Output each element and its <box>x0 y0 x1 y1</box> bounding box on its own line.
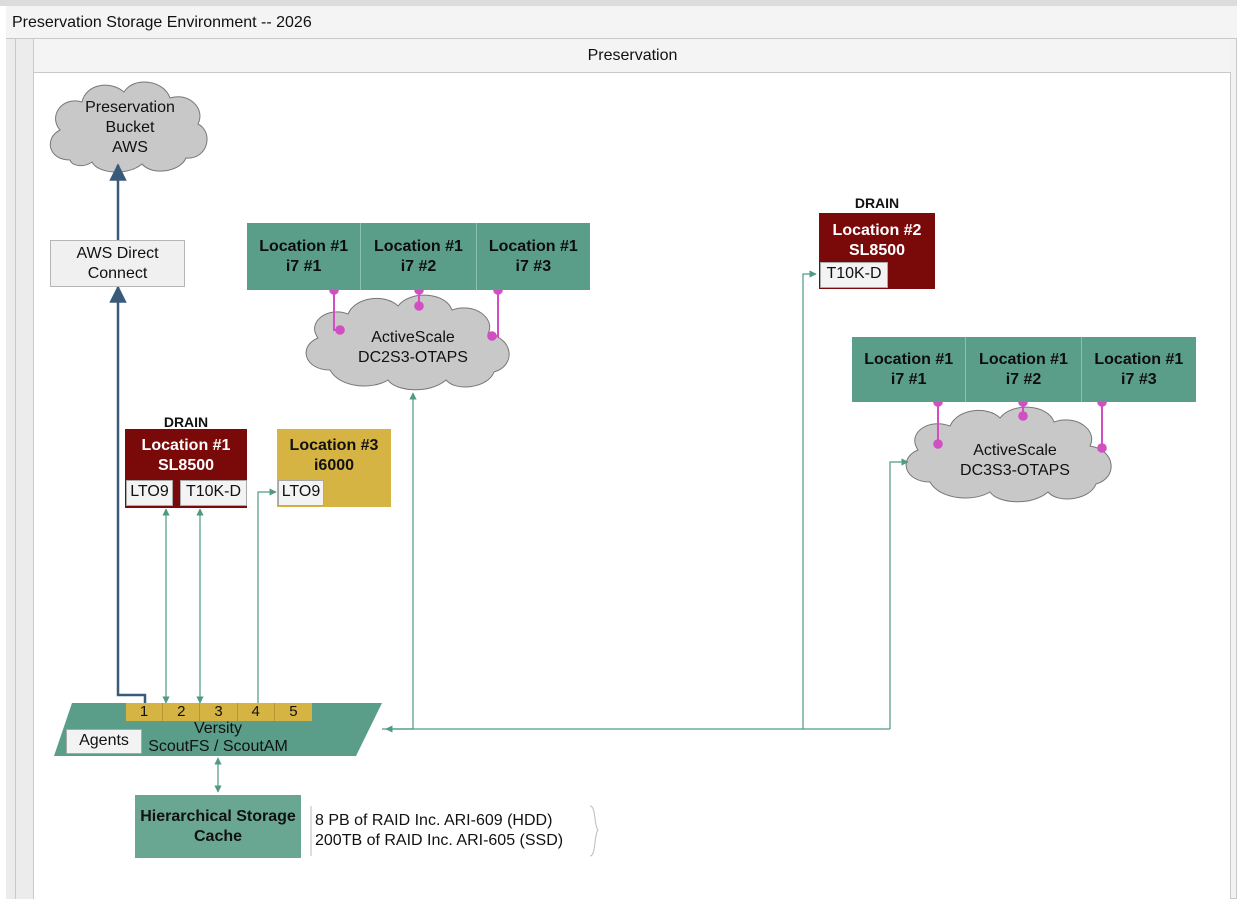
g2-cell-2-line2: i7 #2 <box>1005 370 1042 388</box>
aws-bucket-cloud: Preservation Bucket AWS <box>70 98 190 158</box>
g2-cell-2-line1: Location #1 <box>979 350 1068 368</box>
g1-cell-i7-3: Location #1 i7 #3 <box>476 223 590 290</box>
g2-cell-i7-1: Location #1 i7 #1 <box>852 337 967 402</box>
versity-label: Versity ScoutFS / ScoutAM <box>140 720 296 756</box>
g2-cell-i7-2: Location #1 i7 #2 <box>966 337 1082 402</box>
versity-agents-box: Agents <box>66 729 142 754</box>
dc2-cloud-line-1: ActiveScale <box>371 329 455 346</box>
dc3-cloud-line-2: DC3S3-OTAPS <box>960 462 1070 479</box>
hsc-specs: 8 PB of RAID Inc. ARI-609 (HDD) 200TB of… <box>315 811 585 851</box>
g1-cell-2-line2: i7 #2 <box>400 257 437 275</box>
versity-slot-3: 3 <box>200 703 238 721</box>
link-g1-i7-1 <box>329 285 345 335</box>
versity-slot-1: 1 <box>126 703 164 721</box>
activescale-dc2-cloud: ActiveScale DC2S3-OTAPS <box>340 328 486 368</box>
loc3-line1: Location #3 <box>289 437 379 454</box>
hierarchical-storage-cache: Hierarchical Storage Cache <box>135 795 301 858</box>
location1-i7-group-a: Location #1 i7 #1 Location #1 i7 #2 Loca… <box>247 223 590 290</box>
g1-cell-3-line2: i7 #3 <box>515 257 552 275</box>
versity-line1: Versity <box>193 720 242 737</box>
activescale-dc3-cloud: ActiveScale DC3S3-OTAPS <box>942 441 1088 481</box>
hsc-spec-ssd: 200TB of RAID Inc. ARI-605 (SSD) <box>315 832 564 849</box>
lane-header-preservation: Preservation <box>34 39 1231 73</box>
loc1-drive-lto9: LTO9 <box>126 480 173 506</box>
g1-cell-1-line1: Location #1 <box>259 237 349 255</box>
link-bus-to-dc3 <box>889 458 909 729</box>
window-top-strip <box>0 0 1237 6</box>
location1-i7-group-b: Location #1 i7 #1 Location #1 i7 #2 Loca… <box>852 337 1196 402</box>
g1-cell-i7-2: Location #1 i7 #2 <box>361 223 477 290</box>
aws-cloud-line-3: AWS <box>112 139 148 156</box>
g1-cell-i7-1: Location #1 i7 #1 <box>247 223 362 290</box>
aws-cloud-line-1: Preservation <box>85 99 175 116</box>
hsc-spec-brace <box>589 805 599 857</box>
direct-connect-line-2: Connect <box>87 264 148 282</box>
g2-cell-i7-3: Location #1 i7 #3 <box>1081 337 1196 402</box>
activescale-dc2-cloud-shape <box>305 294 510 391</box>
loc2-line2: SL8500 <box>848 242 906 259</box>
lane-side-bar <box>6 39 34 899</box>
g1-cell-1-line2: i7 #1 <box>285 257 322 275</box>
hsc-line1: Hierarchical Storage <box>140 807 296 825</box>
g2-cell-3-line2: i7 #3 <box>1121 370 1157 388</box>
g1-cell-3-line1: Location #1 <box>488 237 578 255</box>
versity-slot-4: 4 <box>237 703 275 721</box>
loc2-drive-t10kd: T10K-D <box>820 262 888 288</box>
g2-cell-1-line1: Location #1 <box>864 350 954 368</box>
link-bus-to-loc2 <box>802 270 817 729</box>
hsc-line2: Cache <box>193 827 243 845</box>
versity-line2: ScoutFS / ScoutAM <box>148 738 288 755</box>
loc3-drive-lto9: LTO9 <box>278 480 324 506</box>
lane-side-divider <box>15 39 16 899</box>
g1-cell-2-line1: Location #1 <box>374 237 463 255</box>
loc1-line1: Location #1 <box>141 437 231 454</box>
link-slot4-i6000 <box>257 488 277 703</box>
aws-direct-connect-box: AWS Direct Connect <box>50 240 185 287</box>
versity-slot-2: 2 <box>163 703 201 721</box>
direct-connect-line-1: AWS Direct <box>76 244 159 262</box>
loc3-line2: i6000 <box>313 457 355 474</box>
loc1-drain-label: DRAIN <box>163 414 209 430</box>
g2-cell-1-line2: i7 #1 <box>890 370 927 388</box>
hsc-spec-hdd: 8 PB of RAID Inc. ARI-609 (HDD) <box>315 812 553 829</box>
dc2-cloud-line-2: DC2S3-OTAPS <box>358 349 468 366</box>
dc3-cloud-line-1: ActiveScale <box>973 442 1057 459</box>
link-g1-i7-3 <box>487 285 503 341</box>
versity-slot-5: 5 <box>274 703 312 721</box>
loc1-line2: SL8500 <box>157 457 215 474</box>
g2-cell-3-line1: Location #1 <box>1094 350 1184 368</box>
aws-cloud-line-2: Bucket <box>105 119 155 136</box>
loc2-drain-label: DRAIN <box>854 195 900 211</box>
link-versity-to-direct-connect <box>109 285 147 703</box>
loc2-line1: Location #2 <box>832 222 922 239</box>
loc1-drive-t10kd: T10K-D <box>180 480 247 506</box>
versity-agent-slots: 1 2 3 4 5 <box>126 703 312 721</box>
diagram-title: Preservation Storage Environment -- 2026 <box>6 6 1237 39</box>
activescale-dc3-cloud-shape <box>905 406 1112 503</box>
